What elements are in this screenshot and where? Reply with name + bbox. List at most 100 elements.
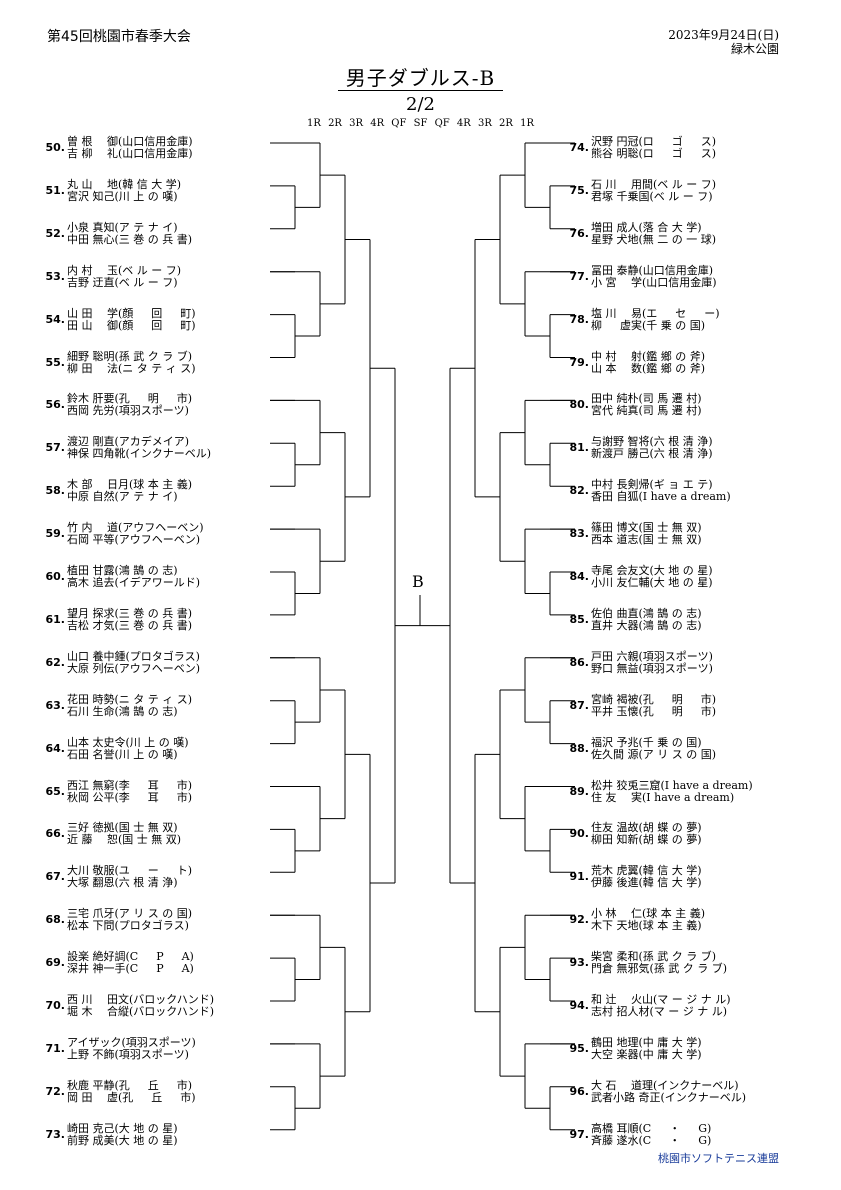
player-2: 西岡 先労(項羽スポーツ) — [67, 404, 189, 418]
player-1: 鈴木 肝要(孔 明 市) — [67, 392, 193, 406]
player-1: 三好 徳拠(国 士 無 双) — [67, 821, 178, 835]
entry-number: 74. — [569, 141, 590, 154]
player-2: 近 藤 恕(国 士 無 双) — [67, 833, 182, 847]
player-1: 西 川 田文(バロックハンド) — [67, 993, 215, 1006]
entry-number: 87. — [569, 698, 590, 712]
player-1: 小 林 仁(球 本 主 義) — [591, 907, 706, 921]
entry-number: 53. — [45, 269, 66, 283]
player-1: 山 田 学(顔 回 町) — [67, 306, 196, 320]
entry-number: 97. — [569, 1127, 590, 1141]
entry-number: 50. — [45, 141, 66, 154]
entry-number: 85. — [569, 612, 590, 626]
entry-number: 55. — [45, 355, 66, 369]
rounds-header: 1R 2R 3R 4R QF SF QF 4R 3R 2R 1R — [307, 118, 534, 129]
entry-number: 78. — [569, 312, 590, 326]
entry-number: 81. — [569, 441, 590, 455]
entry-number: 72. — [45, 1084, 66, 1098]
entry-number: 82. — [569, 484, 590, 498]
player-1: 三宅 爪牙(ア リ ス の 国) — [67, 907, 193, 921]
entry-number: 58. — [45, 484, 66, 498]
player-1: 住友 温故(胡 蝶 の 夢) — [591, 821, 702, 835]
player-2: 新渡戸 勝己(六 根 清 浄) — [591, 447, 713, 461]
entry-number: 89. — [569, 784, 590, 798]
entry-number: 51. — [45, 183, 66, 197]
player-1: 中村 長剣帰(ギ ョ エ テ) — [591, 478, 713, 492]
player-2: 中原 自然(ア テ ナ イ) — [67, 490, 178, 504]
entry-number: 57. — [45, 441, 66, 455]
player-2: 石川 生命(鴻 鵠 の 志) — [67, 704, 178, 718]
player-1: 宮崎 褐被(孔 明 市) — [591, 692, 717, 706]
player-2: 柳 虚実(千 乗 の 国) — [591, 318, 706, 332]
player-1: 松井 狡兎三窟(I have a dream) — [591, 778, 753, 792]
player-2: 直井 大器(鴻 鵠 の 志) — [591, 618, 702, 632]
entry-number: 84. — [569, 570, 590, 583]
player-2: 柳 田 法(ニ タ テ ィ ス) — [67, 361, 196, 375]
player-2: 木下 天地(球 本 主 義) — [591, 919, 702, 933]
player-2: 野口 無益(項羽スポーツ) — [591, 661, 713, 675]
entry-number: 68. — [45, 913, 66, 927]
player-2: 石岡 平等(アウフヘーベン) — [67, 533, 201, 547]
entry-number: 93. — [569, 956, 590, 970]
entry-number: 73. — [45, 1127, 66, 1141]
player-2: 香田 自狐(I have a dream) — [591, 490, 731, 504]
player-1: 和 辻 火山(マ ー ジ ナ ル) — [591, 993, 731, 1006]
player-1: 戸田 六親(項羽スポーツ) — [591, 649, 713, 663]
player-1: 花田 時勢(ニ タ テ ィ ス) — [67, 692, 193, 706]
player-1: 竹 内 道(アウフヘーベン) — [67, 521, 204, 535]
player-1: 石 川 用間(ベ ル ー フ) — [591, 177, 717, 191]
player-1: 与謝野 智将(六 根 清 浄) — [591, 435, 713, 449]
player-2: 伊藤 後進(韓 信 大 学) — [591, 876, 702, 890]
entry-number: 80. — [569, 398, 590, 412]
player-1: 設楽 絶好調(C P A) — [67, 950, 194, 964]
tournament-name: 第45回桃園市春季大会 — [47, 29, 191, 45]
player-2: 松本 下問(プロタゴラス) — [67, 919, 189, 933]
player-2: 堀 木 合縦(バロックハンド) — [67, 1005, 215, 1018]
footer-organizer: 桃園市ソフトテニス連盟 — [658, 1152, 779, 1165]
player-1: 鶴田 地理(中 庸 大 学) — [591, 1035, 702, 1049]
event-venue: 緑木公園 — [730, 42, 779, 56]
player-1: 中 村 射(鑑 鄉 の 斧) — [591, 349, 706, 363]
entry-number: 66. — [45, 827, 66, 841]
player-1: アイザック(項羽スポーツ) — [67, 1035, 196, 1049]
player-2: 大塚 翻恩(六 根 清 浄) — [67, 876, 178, 890]
player-2: 山 本 数(鑑 鄉 の 斧) — [591, 361, 706, 375]
entry-number: 71. — [45, 1041, 66, 1055]
page-title-text: 男子ダブルス-B — [337, 66, 504, 91]
entry-number: 94. — [569, 999, 590, 1012]
player-1: 木 部 日月(球 本 主 義) — [67, 478, 193, 492]
player-1: 山本 太史令(川 上 の 嘆) — [67, 735, 189, 749]
player-2: 柳田 知新(胡 蝶 の 夢) — [591, 833, 702, 847]
player-2: 武者小路 奇正(インクナーベル) — [591, 1090, 747, 1104]
player-2: 宮代 純真(司 馬 遷 村) — [591, 404, 702, 418]
player-2: 吉松 才気(三 巻 の 兵 書) — [67, 618, 193, 632]
event-date: 2023年9月24日(日) — [668, 28, 779, 42]
player-2: 住 友 実(I have a dream) — [591, 790, 735, 804]
player-1: 高橋 耳順(C ・ G) — [591, 1121, 712, 1135]
block-label: B — [412, 572, 424, 591]
player-2: 深井 神一手(C P A) — [67, 962, 194, 976]
entry-number: 86. — [569, 655, 590, 669]
player-2: 吉 柳 礼(山口信用金庫) — [67, 147, 193, 160]
player-1: 曽 根 御(山口信用金庫) — [67, 135, 193, 148]
player-2: 高木 追去(イデアワールド) — [67, 576, 201, 589]
player-1: 寺尾 会友文(大 地 の 星) — [591, 564, 713, 577]
player-1: 大 石 道理(インクナーベル) — [591, 1078, 739, 1092]
entry-number: 65. — [45, 784, 66, 798]
entry-number: 56. — [45, 398, 66, 412]
player-1: 沢野 円冠(ロ ゴ ス) — [591, 135, 717, 148]
player-2: 小川 友仁輔(大 地 の 星) — [591, 576, 713, 589]
entry-number: 64. — [45, 741, 66, 755]
page-title: 男子ダブルス-B — [0, 62, 841, 91]
entry-number: 67. — [45, 870, 66, 884]
player-2: 小 宮 学(山口信用金庫) — [591, 275, 717, 289]
entry-number: 92. — [569, 913, 590, 927]
player-1: 植田 甘露(鴻 鵠 の 志) — [67, 564, 178, 577]
player-2: 田 山 御(顔 回 町) — [67, 318, 196, 332]
entry-number: 75. — [569, 183, 590, 197]
player-2: 上野 不飾(項羽スポーツ) — [67, 1047, 189, 1061]
player-2: 星野 犬地(無 二 の 一 球) — [591, 232, 717, 246]
entry-number: 91. — [569, 870, 590, 884]
player-2: 神保 四角靴(インクナーベル) — [67, 447, 212, 461]
entry-number: 77. — [569, 269, 590, 283]
